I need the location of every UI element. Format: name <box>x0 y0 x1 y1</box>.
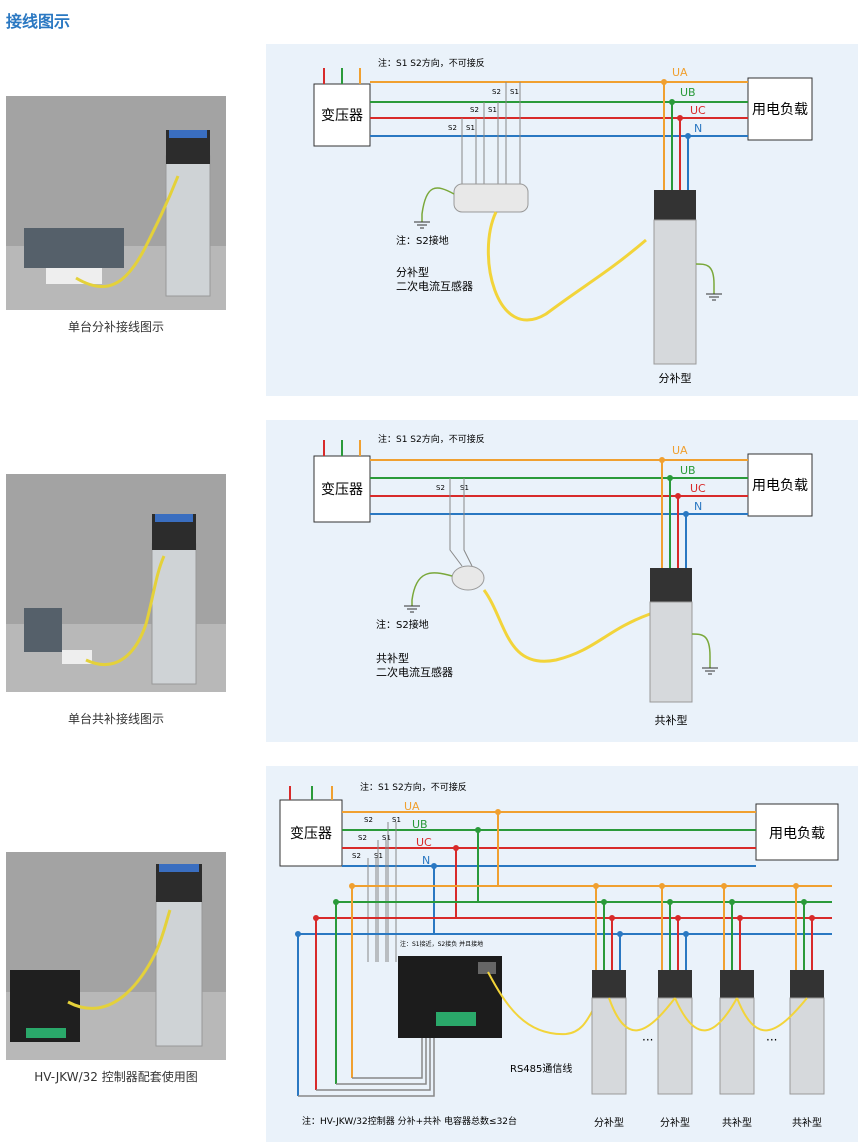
ground-note: 注：S2接地 <box>396 234 449 247</box>
ct-type-line2: 二次电流互感器 <box>396 279 473 293</box>
device-label-4: 共补型 <box>792 1116 822 1129</box>
ct-s1-a: S1 <box>392 816 401 824</box>
load-box <box>747 453 813 517</box>
direction-note: 注：S1 S2方向，不可接反 <box>360 781 467 793</box>
load-label: 用电负载 <box>769 826 825 842</box>
transformer-label: 变压器 <box>290 826 332 842</box>
device-label: 分补型 <box>659 371 692 385</box>
ground-note: 注：S2接地 <box>376 618 429 631</box>
load-label: 用电负载 <box>752 102 808 118</box>
capacitor-unit-1 <box>591 883 627 1095</box>
device-label-1: 分补型 <box>594 1116 624 1129</box>
ct-s1-label: S1 <box>466 124 475 132</box>
photo-single-common <box>6 474 226 692</box>
ct-s2-label: S2 <box>436 484 445 492</box>
load-box <box>755 803 839 861</box>
device-label: 共补型 <box>655 713 688 727</box>
ct-s2-b: S2 <box>358 834 367 842</box>
capacitor-terminal <box>650 568 692 602</box>
capacitor-unit-2 <box>657 883 693 1095</box>
controller-note: 注：S1接近，S2接负 并且接地 <box>400 940 483 948</box>
ct-s1-label-c: S1 <box>510 88 519 96</box>
phase-ub-label: UB <box>412 818 428 831</box>
caption-controller: HV-JKW/32 控制器配套使用图 <box>34 1070 198 1084</box>
phase-n-label: N <box>694 122 702 135</box>
panel-single-common: 变压器 用电负载 注：S1 S2方向，不可接反 UA UB UC N S2 S1… <box>266 420 858 742</box>
device-label-2: 分补型 <box>660 1116 690 1129</box>
page-title: 接线图示 <box>6 12 71 31</box>
transformer-label: 变压器 <box>321 482 363 498</box>
caption-single-split: 单台分补接线图示 <box>67 320 164 334</box>
phase-ua-label: UA <box>672 66 688 79</box>
phase-uc-label: UC <box>690 104 706 117</box>
ct-s2-label: S2 <box>448 124 457 132</box>
ct-s2-label-c: S2 <box>492 88 501 96</box>
capacitor-body <box>653 219 697 365</box>
load-label: 用电负载 <box>752 478 808 494</box>
dots-1: ··· <box>642 1033 653 1047</box>
capacitor-body <box>649 601 693 703</box>
load-box <box>747 77 813 141</box>
phase-n-label: N <box>422 854 430 867</box>
ct-type-line1: 分补型 <box>396 265 429 279</box>
ct-type-line1: 共补型 <box>376 651 409 665</box>
panel-controller: 变压器 用电负载 注：S1 S2方向，不可接反 UA UB UC N S2 S1… <box>266 766 858 1142</box>
ct-s2-label-b: S2 <box>470 106 479 114</box>
ct-type-line2: 二次电流互感器 <box>376 665 453 679</box>
ct-s1-label-b: S1 <box>488 106 497 114</box>
phase-uc-label: UC <box>690 482 706 495</box>
capacitor-terminal <box>654 190 696 220</box>
phase-ua-label: UA <box>672 444 688 457</box>
direction-note: 注：S1 S2方向，不可接反 <box>378 433 485 445</box>
caption-single-common: 单台共补接线图示 <box>67 712 164 726</box>
phase-uc-label: UC <box>416 836 432 849</box>
transformer-label: 变压器 <box>321 108 363 124</box>
ct-module <box>451 565 485 591</box>
ct-s1-b: S1 <box>382 834 391 842</box>
panel-single-split: 变压器 用电负载 注：S1 S2方向，不可接反 UA UB UC N S2 S1… <box>266 44 858 396</box>
dots-2: ··· <box>766 1033 777 1047</box>
bottom-note: 注：HV-JKW/32控制器 分补+共补 电容器总数≤32台 <box>302 1115 517 1127</box>
phase-ub-label: UB <box>680 86 696 99</box>
device-label-3: 共补型 <box>722 1116 752 1129</box>
transformer-box <box>313 455 371 523</box>
photo-controller <box>6 852 226 1060</box>
ct-s2-a: S2 <box>364 816 373 824</box>
ct-s2-c: S2 <box>352 852 361 860</box>
direction-note: 注：S1 S2方向，不可接反 <box>378 57 485 69</box>
transformer-box <box>313 83 371 147</box>
rs485-label: RS485通信线 <box>510 1062 572 1075</box>
phase-ua-label: UA <box>404 800 420 813</box>
phase-ub-label: UB <box>680 464 696 477</box>
ct-module <box>453 183 529 213</box>
capacitor-unit-4 <box>789 883 825 1095</box>
photo-single-split <box>6 96 226 310</box>
phase-n-label: N <box>694 500 702 513</box>
capacitor-unit-3 <box>719 883 755 1095</box>
